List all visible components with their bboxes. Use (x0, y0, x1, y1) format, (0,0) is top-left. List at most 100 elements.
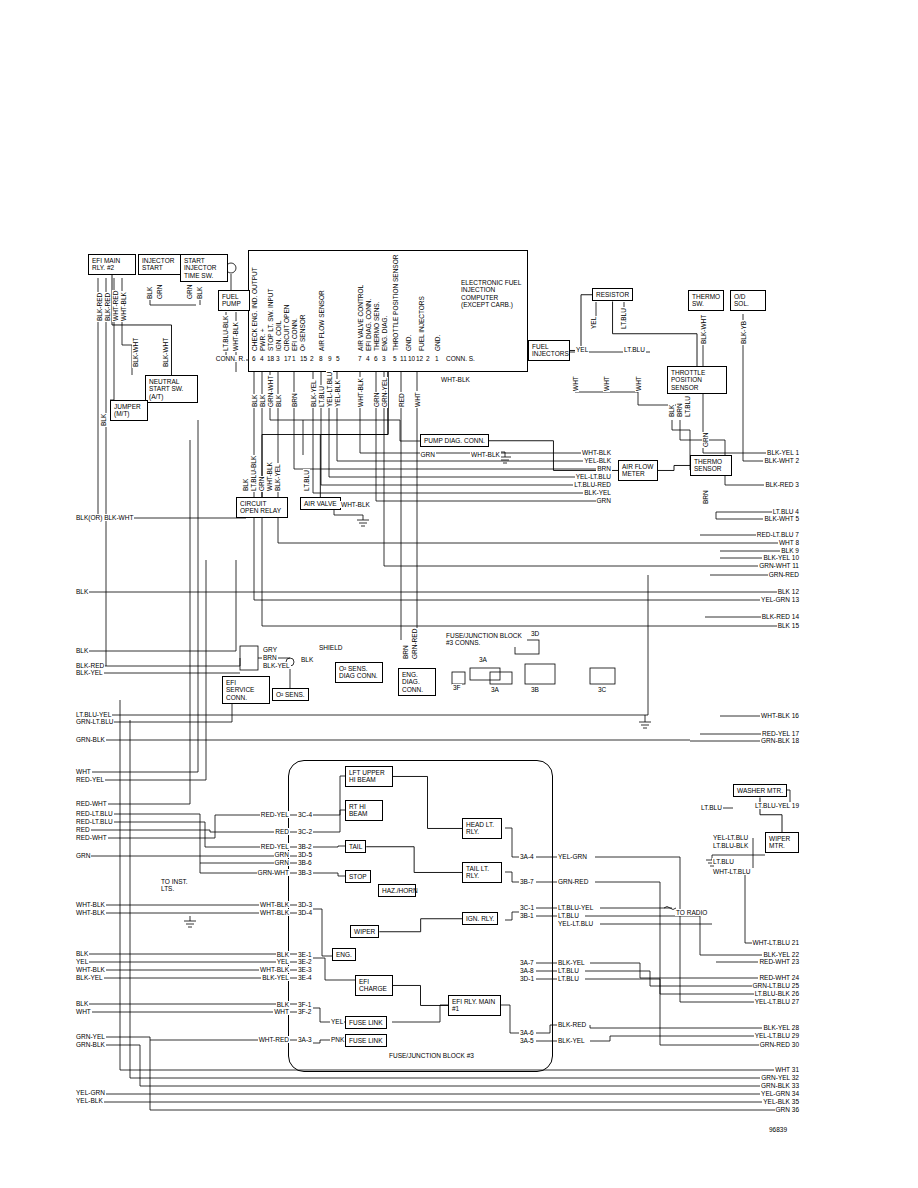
wire-label: GRN (274, 859, 290, 866)
wire-label: BLK-YEL (583, 489, 612, 496)
pin-label: WHT-BLK (357, 377, 364, 408)
fuse-box: STOP (345, 870, 371, 883)
fuse-junction-block: FUSE/JUNCTION BLOCK #3LFT UPPER HI BEAMR… (288, 760, 553, 1072)
wire-label: BLK (75, 1000, 89, 1007)
wire-label: WHT-BLK (259, 901, 290, 908)
wire-label: YEL-LT.BLU 27 (754, 998, 800, 1005)
wire-label: 3D-3 (297, 901, 313, 908)
pin-label: GRN-WHT (267, 375, 274, 408)
wire-label: 8 (318, 355, 324, 362)
wire-label: RED-YEL (75, 776, 105, 783)
wire-label: WHT-LT.BLU 21 (752, 939, 800, 946)
wire-label: RED-LT.BLU 7 (756, 531, 800, 538)
node-text: JUMPER (M/T) (114, 403, 144, 418)
pin-label: GRN (156, 284, 163, 300)
wire-label: RED-WHT 23 (758, 958, 800, 965)
wire-label: RED-WHT (75, 800, 108, 807)
wire-label: 4 (259, 355, 265, 362)
wire-label: BLK-YEL 1 (766, 449, 800, 456)
node-text: EFI RLY. MAIN #1 (452, 998, 497, 1013)
wire-label: WHT-BLK (75, 966, 106, 973)
pin-label: WHT-RED (112, 290, 119, 322)
wire-label: WHT 8 (778, 539, 800, 546)
relay-box: HEAD LT. RLY. (462, 818, 502, 839)
pin-label: GRN (373, 392, 380, 408)
pin-label: LT.BLU-BLK (222, 315, 229, 352)
pin-label: CHECK ENG. IND. OUTPUT (251, 266, 258, 352)
wire-label: BLK-YEL (557, 1037, 586, 1044)
wire-label: RED-WHT (75, 834, 108, 841)
pin-label: RED (398, 392, 405, 408)
pin-label: GRN-RED (411, 628, 418, 660)
wire-label: 3F-2 (297, 1008, 312, 1015)
wire-label: 1 (291, 355, 297, 362)
node-text: NEUTRAL START SW. (A/T) (149, 378, 194, 400)
wire-label: 18 (266, 355, 275, 362)
component-box: FUEL PUMP (218, 290, 250, 311)
wire-label: GRN-RED (557, 878, 589, 885)
wire-label: BLK-WHT 2 (763, 457, 800, 464)
wire-label: WHT (75, 768, 92, 775)
wire-label: 3E-3 (297, 966, 313, 973)
wire-label: LT.BLU (557, 967, 580, 974)
pin-label: BLK-RED (104, 292, 111, 322)
pin-label: BLK (146, 286, 153, 300)
wire-label: YEL-BLK (583, 457, 612, 464)
pin-label: STOP LT. SW. INPUT (267, 288, 274, 353)
wire-label: 5 (335, 355, 341, 362)
wire-label: WHT-BLK (440, 376, 471, 383)
wire-label: 3A-7 (519, 959, 535, 966)
wire-label: GRN (420, 451, 436, 458)
wire-label: WHT (273, 1008, 290, 1015)
wire-label: 3 (381, 355, 387, 362)
wire-label: BLK 12 (777, 588, 800, 595)
wire-label: GRN-LT.BLU 25 (752, 982, 800, 989)
pin-label: BLK (100, 413, 107, 427)
wire-label: 3B-6 (297, 859, 313, 866)
component-box: O² SENS. DIAG CONN. (335, 662, 383, 683)
wire-label: YEL (575, 346, 589, 353)
wire-label: BLK (75, 588, 89, 595)
wire-label: 3D-4 (297, 909, 313, 916)
node-text: THROTTLE POSITION SENSOR (671, 369, 723, 391)
node-text: TAIL LT. RLY. (466, 865, 498, 880)
component-box: START INJECTOR TIME SW. (180, 254, 228, 282)
wire-label: RED-YEL (260, 843, 290, 850)
wire-label: YEL-BLK (75, 1097, 104, 1104)
wire-label: YEL-GRN (75, 1089, 106, 1096)
wire-label: GRN-BLK 18 (760, 737, 800, 744)
fuse-box: EFI CHARGE (355, 975, 393, 996)
wire-label: RED-WHT 24 (758, 974, 800, 981)
pin-label: LT.BLU (303, 469, 310, 492)
wire-label: 3A-6 (519, 1029, 535, 1036)
wire-label: 3E-4 (297, 974, 313, 981)
wire-label: YEL-LT.BLU (712, 834, 749, 841)
wire-label: 3A-8 (519, 967, 535, 974)
pin-label: YEL (590, 316, 597, 330)
node-text: WIPER MTR. (769, 835, 795, 850)
wire-label: 3 (275, 355, 281, 362)
node-text: EFI MAIN RLY. #2 (92, 257, 132, 272)
pin-label: BLK (275, 394, 282, 408)
wire-label: WHT-BLK (259, 909, 290, 916)
pin-label: THROTTLE POSITION SENSOR (392, 254, 399, 352)
node-text: HEAD LT. RLY. (466, 821, 498, 836)
wire-label: 3D-1 (519, 975, 535, 982)
pin-label: WHT (414, 391, 421, 408)
node-text: FUSE/JUNCTION BLOCK #3 (389, 1052, 509, 1059)
wire-connector (112, 275, 172, 375)
wire-label: BLK 15 (777, 622, 800, 629)
component-box: AIR FLOW METER (618, 460, 658, 481)
node-text: TAIL (349, 843, 362, 850)
wire-label: BLK-YEL 28 (762, 1024, 800, 1031)
wire-label: GRN-BLK 33 (760, 1082, 800, 1089)
node-text: ENG. (336, 951, 352, 958)
pin-label: GRN (186, 284, 193, 300)
wire-label: CONN. S. (445, 355, 476, 362)
pin-label: GRN (702, 432, 709, 448)
node-text: AIR VALVE (304, 500, 337, 507)
wire-connector (393, 776, 462, 828)
node-text: RESISTOR (596, 291, 629, 298)
wire-label: CONN. R. (215, 355, 246, 362)
